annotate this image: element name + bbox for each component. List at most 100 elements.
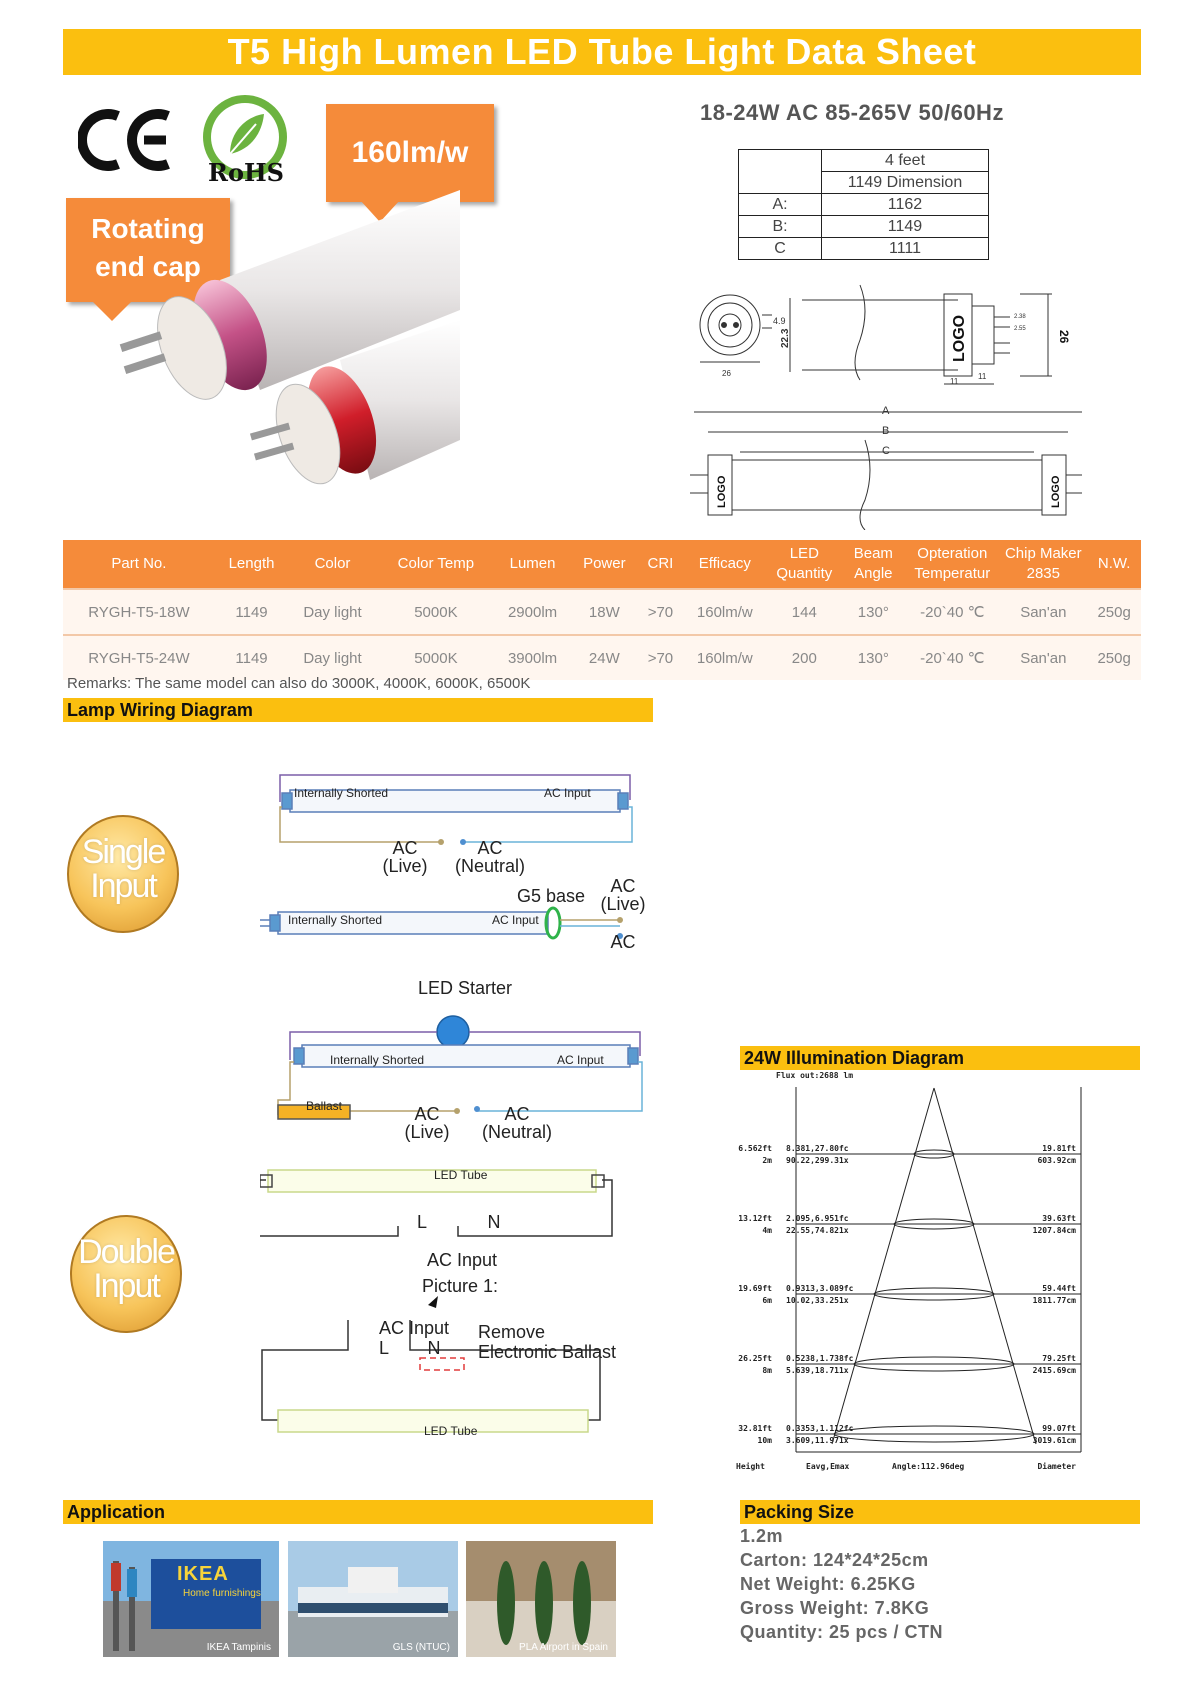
cell-beam-angle: 130° xyxy=(841,588,906,635)
wire3-acinput: AC Input xyxy=(557,1053,604,1067)
cell-power: 18W xyxy=(570,588,639,635)
drawing-dim-height: 22.3 xyxy=(780,328,791,348)
ill-lx: 10.02,33.251x xyxy=(786,1296,849,1305)
ce-logo xyxy=(77,100,174,186)
cell-temp: -20`40 ℃ xyxy=(905,634,1000,680)
cell-power: 24W xyxy=(570,634,639,680)
application-image-gls: GLS (NTUC) xyxy=(288,1541,458,1657)
rohs-logo: RoHS xyxy=(200,92,290,187)
ill-fc: 0.5238,1.738fc xyxy=(786,1354,854,1363)
cell-cri: >70 xyxy=(638,634,683,680)
table-row: 1149 Dimension xyxy=(738,171,989,194)
ikea-store-image xyxy=(103,1541,279,1657)
ill-d-ft: 79.25ft xyxy=(1042,1354,1076,1363)
cell-led-qty: 144 xyxy=(767,588,842,635)
cell-chip: San'an xyxy=(999,588,1088,635)
rohs-leaf-icon xyxy=(203,95,287,179)
wire3-live: (Live) xyxy=(404,1122,450,1142)
ill-d-ft: 19.81ft xyxy=(1042,1144,1076,1153)
ill-d-cm: 3019.61cm xyxy=(1032,1436,1076,1445)
ill-h-m: 8m xyxy=(762,1366,772,1375)
wire3-ac-neutral: AC xyxy=(504,1104,530,1124)
image-caption: IKEA Tampinis xyxy=(206,1642,271,1653)
dim-label: A: xyxy=(738,193,822,216)
col-header: Efficacy xyxy=(682,540,768,589)
double-input-line1: Double xyxy=(78,1233,176,1271)
callout-arrow-icon xyxy=(92,301,132,321)
ill-h-ft: 32.81ft xyxy=(738,1424,772,1433)
cell-efficacy: 160lm/w xyxy=(682,588,768,635)
ill-fc: 8.381,27.80fc xyxy=(786,1144,849,1153)
wire2-shorted: Internally Shorted xyxy=(288,913,383,927)
page-title: T5 High Lumen LED Tube Light Data Sheet xyxy=(63,29,1141,75)
cell-lumen: 2900lm xyxy=(494,588,571,635)
cell-efficacy: 160lm/w xyxy=(682,634,768,680)
wire1-shorted: Internally Shorted xyxy=(294,786,389,800)
endcap-line2: end cap xyxy=(95,251,201,282)
ill-h-ft: 26.25ft xyxy=(738,1354,772,1363)
ill-h-m: 10m xyxy=(757,1436,772,1445)
table-row: B: 1149 xyxy=(738,215,989,238)
wire1-ac-neutral: AC xyxy=(477,838,503,858)
packing-line: Quantity: 25 pcs / CTN xyxy=(740,1622,944,1642)
ill-footer-height: Height xyxy=(736,1462,765,1471)
table-row: A: 1162 xyxy=(738,193,989,216)
double-input-badge: Double Input xyxy=(70,1215,182,1333)
col-header: Color xyxy=(288,540,377,589)
ill-d-ft: 99.07ft xyxy=(1042,1424,1076,1433)
col-header: LED Quantity xyxy=(767,540,842,589)
application-image-airport: PLA Airport in Spain xyxy=(466,1541,616,1657)
cell-part-no: RYGH-T5-24W xyxy=(63,634,215,680)
ill-d-ft: 39.63ft xyxy=(1042,1214,1076,1223)
drawing-logo: LOGO xyxy=(951,315,968,362)
callout-arrow-icon xyxy=(360,200,400,222)
cell-color: Day light xyxy=(288,588,377,635)
cell-nw: 250g xyxy=(1087,634,1141,680)
ill-lx: 5.639,18.711x xyxy=(786,1366,849,1375)
gls-store-image xyxy=(288,1541,458,1657)
image-caption: GLS (NTUC) xyxy=(392,1642,450,1653)
pic1-n: N xyxy=(487,1212,501,1232)
ill-h-m: 4m xyxy=(762,1226,772,1235)
table-row: C 1111 xyxy=(738,237,989,260)
remarks-text: Remarks: The same model can also do 3000… xyxy=(67,675,531,692)
spec-line: 18-24W AC 85-265V 50/60Hz xyxy=(700,100,1004,125)
cell-temp: -20`40 ℃ xyxy=(905,588,1000,635)
application-title: Application xyxy=(63,1500,653,1524)
wire3-ac-live: AC xyxy=(414,1104,440,1124)
col-header: Part No. xyxy=(63,540,215,589)
wire1-neutral: (Neutral) xyxy=(454,856,525,876)
wire1-live: (Live) xyxy=(382,856,428,876)
illumination-diagram xyxy=(795,1087,1082,1453)
packing-line: Net Weight: 6.25KG xyxy=(740,1574,916,1594)
cell-color-temp: 5000K xyxy=(376,634,495,680)
product-table: Part No. Length Color Color Temp Lumen P… xyxy=(63,540,1141,680)
dimension-table: 4 feet 1149 Dimension A: 1162 B: 1149 C … xyxy=(738,149,989,260)
flux-label: Flux out:2688 lm xyxy=(776,1071,854,1080)
ill-d-cm: 1811.77cm xyxy=(1032,1296,1076,1305)
ill-h-ft: 13.12ft xyxy=(738,1214,772,1223)
packing-line: Gross Weight: 7.8KG xyxy=(740,1598,930,1618)
col-header: Lumen xyxy=(494,540,571,589)
ill-h-ft: 19.69ft xyxy=(738,1284,772,1293)
cell-beam-angle: 130° xyxy=(841,634,906,680)
dim-subheader: 1149 Dimension xyxy=(821,171,989,194)
dim-value: 1149 xyxy=(821,215,989,238)
picture1-label: Picture 1: xyxy=(421,1276,499,1296)
ill-d-cm: 1207.84cm xyxy=(1032,1226,1076,1235)
drawing-dim-total-h: 26 xyxy=(1057,330,1071,344)
wire1-acinput: AC Input xyxy=(544,786,591,800)
cell-part-no: RYGH-T5-18W xyxy=(63,588,215,635)
drawing-logo-right: LOGO xyxy=(1050,475,1062,508)
single-input-badge: Single Input xyxy=(67,815,179,933)
cell-lumen: 3900lm xyxy=(494,634,571,680)
table-row: RYGH-T5-18W 1149 Day light 5000K 2900lm … xyxy=(63,588,1141,635)
ill-fc: 0.9313,3.089fc xyxy=(786,1284,854,1293)
table-row: 4 feet xyxy=(738,149,989,172)
cell-led-qty: 200 xyxy=(767,634,842,680)
ill-fc: 2.095,6.951fc xyxy=(786,1214,849,1223)
col-header: Chip Maker 2835 xyxy=(999,540,1088,589)
led-tube-label-2: LED Tube xyxy=(424,1424,478,1438)
ballast-label: Ballast xyxy=(305,1099,343,1113)
led-tube-label: LED Tube xyxy=(434,1168,488,1182)
